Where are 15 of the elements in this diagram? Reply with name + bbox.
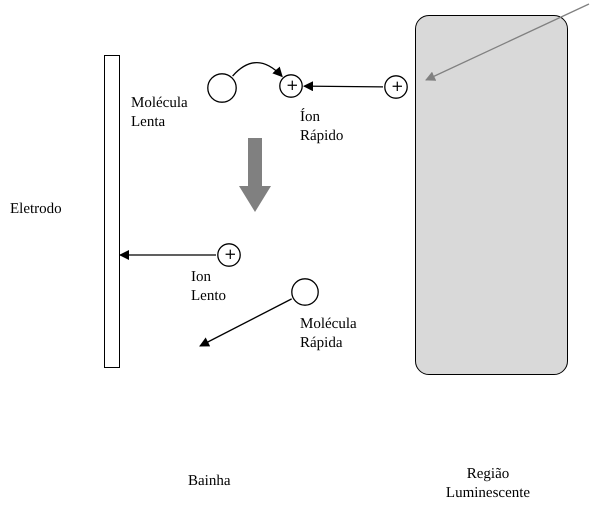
charge-sign: + — [391, 79, 404, 94]
arrow — [425, 3, 590, 81]
arrow — [119, 250, 216, 260]
arrow — [199, 298, 292, 347]
particle-label: Ion Lento — [191, 268, 227, 306]
electrode-label: Eletrodo — [10, 200, 63, 219]
sheath-label: Bainha — [188, 472, 230, 491]
charge-sign: + — [286, 78, 299, 93]
charge-sign: + — [224, 247, 237, 262]
particle-label: Molécula Rápida — [300, 315, 358, 353]
region-label: Região Luminescente — [444, 465, 532, 503]
particle-label: Molécula Lenta — [131, 94, 189, 132]
arrow — [303, 81, 383, 92]
particle-label: Íon Rápido — [300, 108, 344, 146]
arrow — [232, 62, 283, 78]
